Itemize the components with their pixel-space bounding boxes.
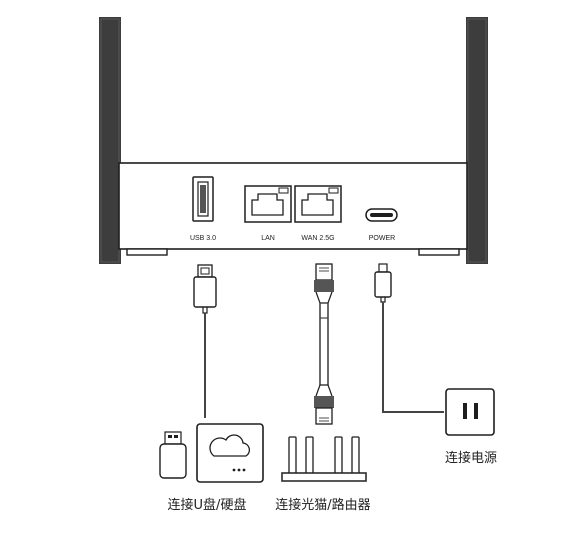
ethernet-cable bbox=[314, 263, 334, 425]
hard-drive-icon bbox=[196, 423, 264, 483]
usb-cable bbox=[193, 264, 217, 418]
usb-flash-drive-icon bbox=[159, 431, 187, 479]
caption-connect-modem: 连接光猫/路由器 bbox=[275, 497, 370, 513]
lan-port-label: LAN bbox=[261, 235, 275, 242]
power-port-label: POWER bbox=[369, 235, 395, 242]
lan-port bbox=[244, 185, 292, 223]
usb-port bbox=[192, 176, 214, 222]
power-outlet bbox=[445, 388, 495, 436]
caption-connect-power: 连接电源 bbox=[445, 450, 497, 466]
modem-router-icon bbox=[281, 436, 367, 482]
wan-port bbox=[294, 185, 342, 223]
antenna-left bbox=[99, 17, 121, 264]
router-body bbox=[118, 162, 468, 256]
wan-port-label: WAN 2.5G bbox=[301, 235, 334, 242]
usb-port-label: USB 3.0 bbox=[190, 235, 216, 242]
power-port bbox=[365, 208, 398, 222]
caption-connect-storage: 连接U盘/硬盘 bbox=[168, 497, 247, 513]
power-cable bbox=[374, 263, 444, 413]
antenna-right bbox=[466, 17, 488, 264]
